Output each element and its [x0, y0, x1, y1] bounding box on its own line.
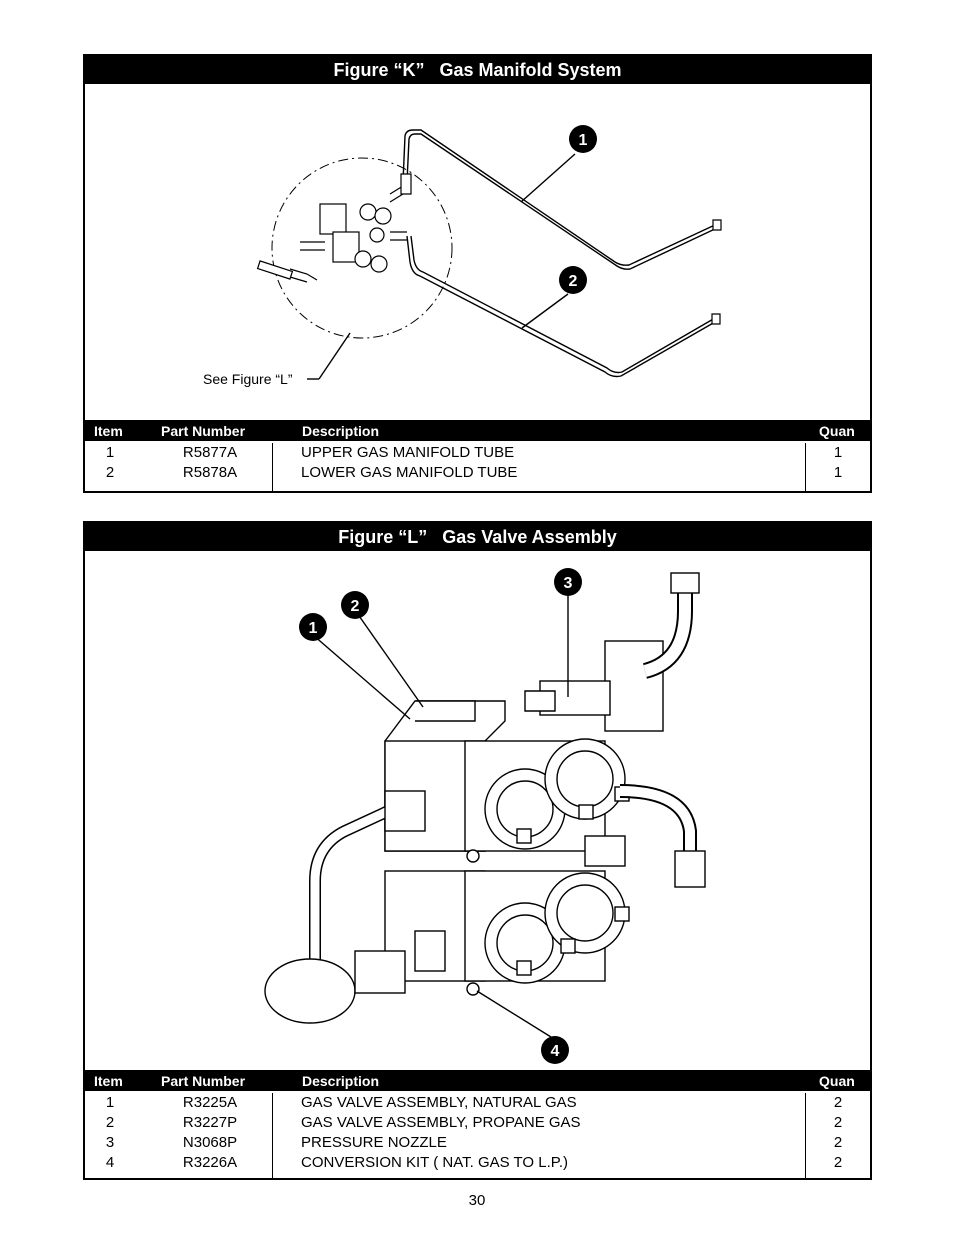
- upper-gas-manifold-tube: [402, 129, 718, 266]
- table-row: 3 N3068P PRESSURE NOZZLE 2: [105, 1134, 843, 1151]
- valve-assembly-sketch: [264, 572, 706, 1024]
- svg-text:2: 2: [351, 598, 360, 615]
- detail-circle: [271, 157, 453, 339]
- figure-k-parts-table: Item Part Number Description Quan 1 R587…: [85, 420, 870, 491]
- page-number: 30: [468, 1192, 486, 1209]
- table-row: 1 R5877A UPPER GAS MANIFOLD TUBE 1: [105, 444, 843, 461]
- header-item: Item: [94, 423, 123, 439]
- header-quantity: Quan: [819, 1073, 855, 1089]
- figure-l-title: Figure “L” Gas Valve Assembly: [85, 523, 870, 551]
- valve-assembly-sketch: [256, 185, 407, 283]
- callout-1: 1: [299, 613, 327, 641]
- figure-l-parts-table: Item Part Number Description Quan 1 R322…: [85, 1070, 870, 1178]
- see-figure-l-label: See Figure “L”: [203, 371, 293, 387]
- svg-text:2: 2: [569, 273, 578, 290]
- gas-manifold-illustration: 1 2 See Figure “L”: [203, 125, 722, 387]
- table-header: Item Part Number Description Quan: [85, 1070, 870, 1091]
- header-item: Item: [94, 1073, 123, 1089]
- header-part-number: Part Number: [161, 423, 246, 439]
- svg-text:4: 4: [551, 1043, 560, 1060]
- header-quantity: Quan: [819, 423, 855, 439]
- callout-2: 2: [341, 591, 369, 619]
- figure-k-panel: Figure “K” Gas Manifold System: [83, 54, 872, 493]
- svg-text:3: 3: [564, 575, 573, 592]
- header-description: Description: [302, 423, 380, 439]
- gas-valve-assembly-illustration: 1 2 3 4: [264, 568, 706, 1064]
- table-row: 1 R3225A GAS VALVE ASSEMBLY, NATURAL GAS…: [105, 1094, 843, 1111]
- callout-3: 3: [554, 568, 582, 596]
- table-body: 1 R3225A GAS VALVE ASSEMBLY, NATURAL GAS…: [85, 1093, 870, 1178]
- figure-k-drawing: 1 2 See Figure “L”: [85, 84, 870, 420]
- lower-gas-manifold-tube: [406, 235, 716, 378]
- table-row: 4 R3226A CONVERSION KIT ( NAT. GAS TO L.…: [105, 1154, 843, 1171]
- figure-l-panel: Figure “L” Gas Valve Assembly: [83, 521, 872, 1180]
- callout-2: 2: [559, 266, 587, 294]
- figure-l-drawing: 1 2 3 4: [85, 551, 870, 1074]
- svg-text:1: 1: [309, 620, 318, 637]
- header-part-number: Part Number: [161, 1073, 246, 1089]
- svg-text:1: 1: [579, 132, 588, 149]
- figure-k-title: Figure “K” Gas Manifold System: [85, 56, 870, 84]
- callout-4: 4: [541, 1036, 569, 1064]
- table-row: 2 R5878A LOWER GAS MANIFOLD TUBE 1: [105, 464, 843, 481]
- table-body: 1 R5877A UPPER GAS MANIFOLD TUBE 1 2 R58…: [85, 443, 870, 491]
- table-row: 2 R3227P GAS VALVE ASSEMBLY, PROPANE GAS…: [105, 1114, 843, 1131]
- callout-1: 1: [569, 125, 597, 153]
- header-description: Description: [302, 1073, 380, 1089]
- table-header: Item Part Number Description Quan: [85, 420, 870, 441]
